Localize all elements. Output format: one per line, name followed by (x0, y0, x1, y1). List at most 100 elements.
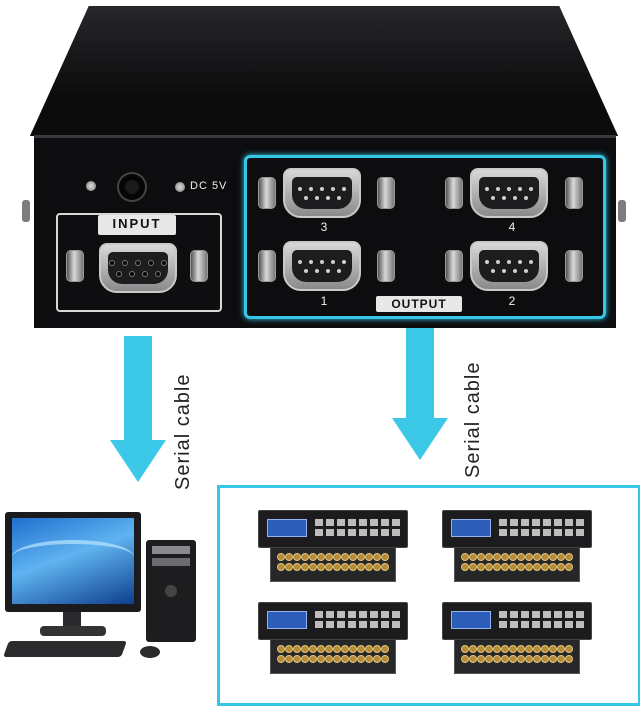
device-keypad (315, 519, 400, 536)
bnc-connector-icon (293, 563, 301, 571)
bnc-connector-icon (325, 655, 333, 663)
bnc-connector-icon (549, 563, 557, 571)
bnc-connector-icon (517, 655, 525, 663)
bnc-connector-icon (373, 563, 381, 571)
device-key (315, 621, 323, 628)
device-bnc-connectors (461, 645, 573, 663)
bnc-connector-icon (493, 655, 501, 663)
bnc-connector-icon (333, 563, 341, 571)
bnc-connector-icon (365, 655, 373, 663)
port-2-label: 2 (508, 294, 516, 308)
port-4-label: 4 (508, 220, 516, 234)
bnc-connector-icon (373, 645, 381, 653)
device-key (326, 611, 334, 618)
device-bnc-connectors (277, 645, 389, 663)
port-1-screw-left-icon (258, 250, 276, 282)
device-key (348, 611, 356, 618)
bnc-connector-icon (517, 645, 525, 653)
bnc-connector-icon (349, 553, 357, 561)
bnc-connector-icon (285, 645, 293, 653)
output-cable-label: Serial cable (462, 361, 484, 478)
device-key (521, 519, 529, 526)
bnc-connector-icon (509, 553, 517, 561)
bnc-connector-icon (565, 553, 573, 561)
bnc-connector-icon (557, 563, 565, 571)
port-3-screw-left-icon (258, 177, 276, 209)
bnc-connector-icon (357, 563, 365, 571)
bnc-connector-icon (277, 655, 285, 663)
bnc-connector-icon (317, 645, 325, 653)
bnc-connector-icon (365, 563, 373, 571)
device-key (543, 519, 551, 526)
device-key (359, 529, 367, 536)
bnc-connector-icon (293, 553, 301, 561)
bnc-connector-icon (469, 645, 477, 653)
port-1-screw-right-icon (377, 250, 395, 282)
device-key (510, 529, 518, 536)
bnc-connector-icon (349, 655, 357, 663)
output-label: OUTPUT (391, 297, 447, 311)
output-panel (244, 155, 606, 319)
bnc-connector-icon (325, 645, 333, 653)
bnc-connector-icon (301, 655, 309, 663)
bnc-connector-icon (365, 645, 373, 653)
bnc-connector-icon (277, 645, 285, 653)
power-led-icon (175, 182, 185, 192)
bnc-connector-icon (373, 655, 381, 663)
port-3-screw-right-icon (377, 177, 395, 209)
port-2-screw-right-icon (565, 250, 583, 282)
device-key (337, 529, 345, 536)
device-key (499, 529, 507, 536)
bnc-connector-icon (461, 655, 469, 663)
device-rear-panel (454, 638, 580, 674)
bnc-connector-icon (565, 563, 573, 571)
matrix-device-unit-4 (442, 602, 592, 674)
bnc-connector-icon (525, 563, 533, 571)
device-lcd-screen (451, 611, 491, 629)
device-key (381, 621, 389, 628)
bnc-connector-icon (341, 655, 349, 663)
bnc-connector-icon (381, 553, 389, 561)
device-key (543, 529, 551, 536)
port-3-label: 3 (320, 220, 328, 234)
matrix-device-unit-2 (442, 510, 592, 582)
tower-power-button-icon (165, 585, 177, 597)
bnc-connector-icon (541, 563, 549, 571)
device-lcd-screen (451, 519, 491, 537)
bnc-connector-icon (301, 563, 309, 571)
device-key (576, 529, 584, 536)
bnc-connector-icon (317, 553, 325, 561)
device-keypad (499, 611, 584, 628)
device-key (499, 621, 507, 628)
bnc-connector-icon (549, 655, 557, 663)
bnc-connector-icon (461, 563, 469, 571)
tower-drive-bay (152, 546, 190, 554)
input-cable-label: Serial cable (172, 373, 194, 490)
input-screw-left-icon (66, 250, 84, 282)
device-key (565, 611, 573, 618)
input-arrow-down-icon (110, 440, 166, 482)
bnc-connector-icon (381, 645, 389, 653)
device-key (315, 529, 323, 536)
output-port-2-connector-icon (470, 241, 548, 291)
bnc-connector-icon (541, 645, 549, 653)
device-key (499, 519, 507, 526)
device-key (370, 611, 378, 618)
bnc-connector-icon (477, 655, 485, 663)
side-screw-right (618, 200, 626, 222)
matrix-device-unit-3 (258, 602, 408, 674)
screen-wallpaper-swoosh (12, 540, 134, 574)
device-key (565, 519, 573, 526)
bnc-connector-icon (541, 655, 549, 663)
device-key (392, 611, 400, 618)
input-arrow-shaft (124, 336, 152, 444)
device-rear-panel (454, 546, 580, 582)
bnc-connector-icon (557, 655, 565, 663)
device-key (532, 611, 540, 618)
bnc-connector-icon (461, 553, 469, 561)
switch-box-top-shade (30, 6, 618, 136)
device-key (554, 621, 562, 628)
bnc-connector-icon (285, 563, 293, 571)
bnc-connector-icon (341, 645, 349, 653)
device-key (532, 529, 540, 536)
